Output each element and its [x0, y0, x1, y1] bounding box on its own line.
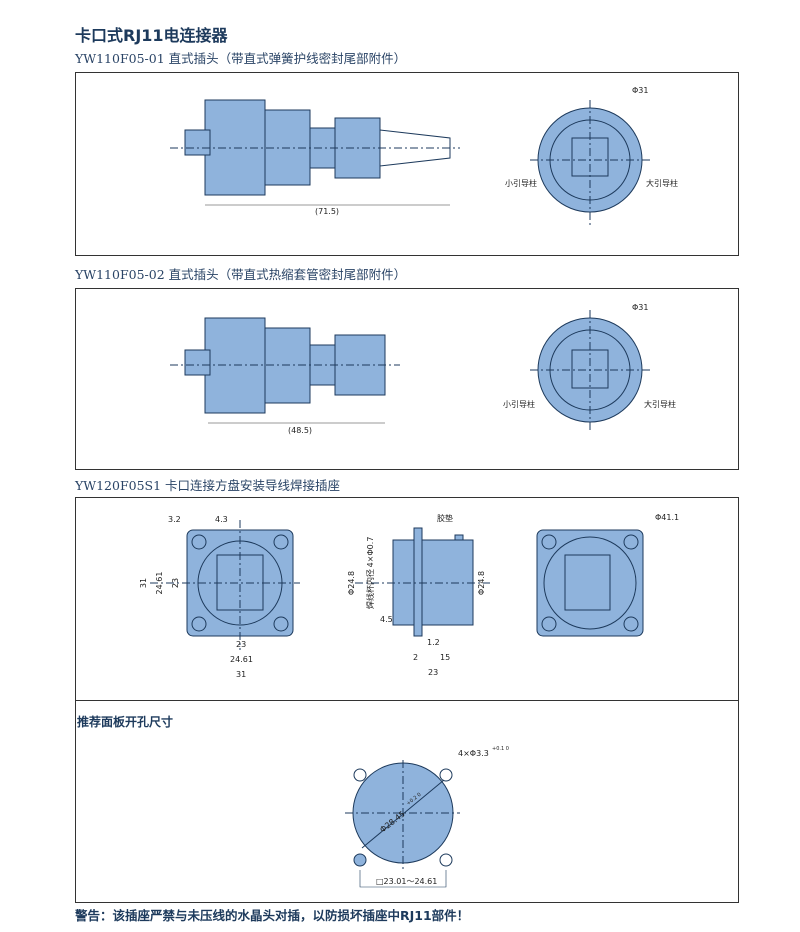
dim-h23: 23: [171, 578, 180, 588]
solder-label: 焊线杯内径: [365, 569, 375, 609]
divider: [75, 700, 739, 701]
length-dim-2: (48.5): [288, 426, 312, 435]
plug-1-side-view: [170, 99, 460, 196]
dim-w2461: 24.61: [230, 655, 253, 664]
solder-dim: 4×Φ0.7: [366, 537, 375, 568]
square-dim: □23.01～24.61: [376, 877, 437, 886]
dim-15: 15: [440, 653, 450, 662]
gasket-label: 胶垫: [437, 513, 453, 523]
drawing-box-2: [75, 288, 739, 470]
holes-dim: 4×Φ3.3: [458, 749, 489, 758]
page-title: 卡口式RJ11电连接器: [75, 26, 228, 45]
plug-2-side-view: [170, 317, 400, 414]
small-pin-label-2: 小引导柱: [503, 399, 535, 409]
dim-4-5: 4.5: [380, 615, 393, 624]
section-heading-2: YW110F05-02 直式插头（带直式热缩套管密封尾部附件）: [75, 267, 407, 282]
large-pin-label-2: 大引导柱: [644, 399, 676, 409]
dim-h31: 31: [139, 578, 148, 588]
small-pin-label-1: 小引导柱: [505, 178, 537, 188]
panel-cutout: [345, 760, 460, 888]
section-heading-3: YW120F05S1 卡口连接方盘安装导线焊接插座: [75, 478, 341, 493]
socket-side-view: [355, 527, 490, 637]
dim-h2461: 24.61: [155, 572, 164, 595]
dim-1-2: 1.2: [427, 638, 440, 647]
dim-2: 2: [413, 653, 418, 662]
section-heading-1: YW110F05-01 直式插头（带直式弹簧护线密封尾部附件）: [75, 51, 407, 66]
socket-rear-view: [536, 529, 644, 637]
dia-right: Φ24.8: [477, 571, 486, 595]
large-pin-label-1: 大引导柱: [646, 178, 678, 188]
socket-front-view: [150, 520, 300, 650]
holes-tol: +0.1 0: [492, 746, 509, 752]
drawing-box-1: [75, 72, 739, 256]
warning-text: 警告：该插座严禁与未压线的水晶头对插，以防损坏插座中RJ11部件！: [75, 908, 470, 923]
plug-2-front-view: [530, 310, 650, 432]
dim-3-2: 3.2: [168, 515, 181, 524]
plug-1-front-view: [530, 100, 650, 225]
cutout-heading: 推荐面板开孔尺寸: [77, 715, 174, 729]
dim-w23: 23: [236, 640, 246, 649]
dim-23: 23: [428, 668, 438, 677]
dim-4-3: 4.3: [215, 515, 228, 524]
diameter-label-1: Φ31: [632, 86, 648, 95]
dia-left: Φ24.8: [347, 571, 356, 595]
length-dim-1: (71.5): [315, 207, 339, 216]
rear-diameter: Φ41.1: [655, 513, 679, 522]
diameter-label-2: Φ31: [632, 303, 648, 312]
dim-w31: 31: [236, 670, 246, 679]
